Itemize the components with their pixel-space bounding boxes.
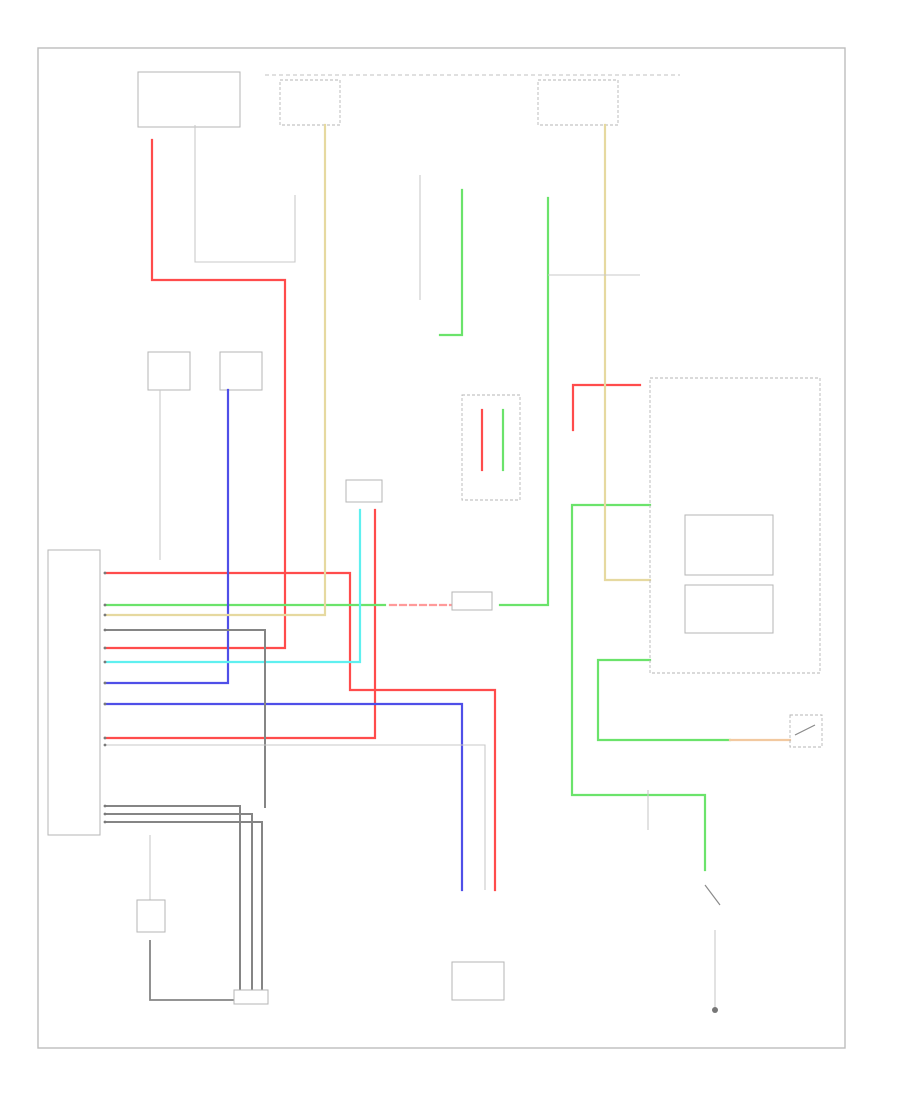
tan-wire-right: [603, 123, 652, 582]
ground-symbol: [712, 1007, 718, 1013]
tan-wire-vertical: [103, 123, 327, 617]
gray-wire-ecu-bus: [105, 744, 486, 890]
bottom-left-connector: [233, 989, 269, 1005]
cyan-connector: [345, 479, 383, 503]
sensor-left: [136, 899, 166, 933]
gray-wire-top: [194, 125, 296, 263]
diagram-frame: [37, 47, 846, 1049]
cruise-switch: [789, 714, 823, 748]
bottom-right-switch: [704, 884, 721, 906]
blue-wire-lower: [103, 702, 464, 892]
center-connector: [461, 394, 521, 501]
bottom-center-unit: [451, 961, 505, 1001]
green-wire-top: [438, 188, 464, 337]
control-unit-right: [649, 377, 821, 674]
red-wire-right: [571, 383, 642, 432]
top-center-fuse-block: [279, 79, 341, 126]
green-wire-connector: [498, 196, 550, 607]
green-wire-right-loop: [570, 503, 707, 872]
top-right-fuse-block: [537, 79, 619, 126]
top-left-fuse-block: [137, 71, 241, 128]
gray-wire-sensor-to-connector: [149, 940, 240, 1001]
gray-wire-dark-2: [105, 813, 253, 990]
blue-wire-upper: [103, 388, 230, 685]
ecu-pins: [103, 571, 107, 824]
joint-connector: [451, 591, 493, 611]
gray-wire-dark-1: [105, 805, 241, 990]
cyan-wire: [103, 508, 362, 664]
mid-left-fuse-block: [147, 351, 263, 391]
gray-wire-dark-4: [105, 629, 266, 808]
red-wire-ecu-to-center: [103, 571, 497, 892]
red-wire-main: [103, 138, 287, 650]
red-wire-connector: [103, 508, 377, 740]
gray-wire-dark-3: [105, 821, 263, 990]
main-ecu: [47, 549, 101, 836]
green-wire-right-lower: [596, 658, 732, 742]
